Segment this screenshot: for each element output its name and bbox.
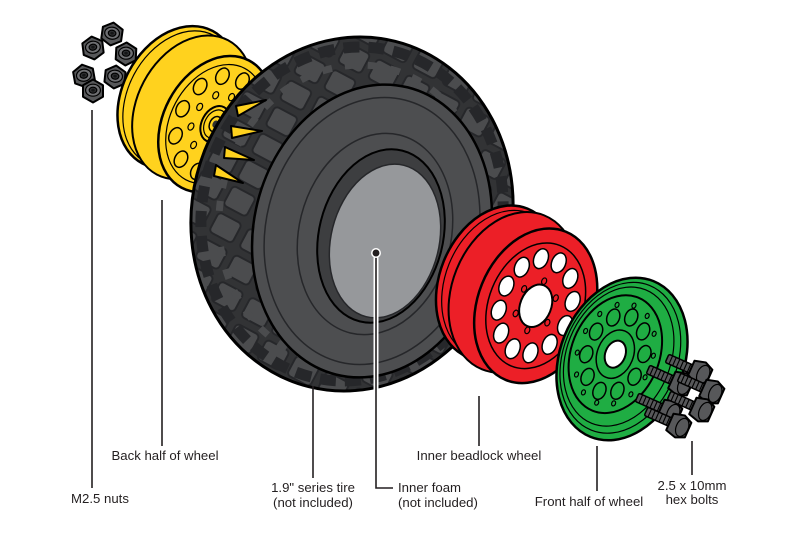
back-wheel-screw-posts [213,99,267,184]
label-back-half-wheel: Back half of wheel [111,448,218,463]
hex-nut [82,78,104,104]
front-wheel-rim-screws [573,301,657,407]
inner-foam-dot [371,248,381,258]
label-hex-bolts-name: hex bolts [666,492,719,507]
hex-nut [99,20,125,48]
front-half-wheel [555,276,689,442]
leader-lines [91,110,693,491]
front-wheel-center-hole [603,339,627,369]
front-wheel-holes [578,308,652,401]
label-tire-note: (not included) [273,495,353,510]
front-wheel-hub-ring [595,329,636,380]
label-m25-nuts: M2.5 nuts [71,491,129,506]
label-tire-name: 1.9" series tire [271,480,355,495]
beadlock-large-holes [490,248,581,364]
labels: M2.5 nuts Back half of wheel 1.9" series… [71,448,726,510]
inner-foam [328,163,442,319]
label-inner-foam: Inner foam [398,480,461,495]
beadlock-center-hole [518,283,554,328]
leader-inner-foam [375,256,393,489]
label-inner-foam-note: (not included) [398,495,478,510]
label-hex-bolts-size: 2.5 x 10mm [658,478,727,493]
label-inner-beadlock-wheel: Inner beadlock wheel [417,448,542,463]
label-front-half-wheel: Front half of wheel [535,494,644,509]
